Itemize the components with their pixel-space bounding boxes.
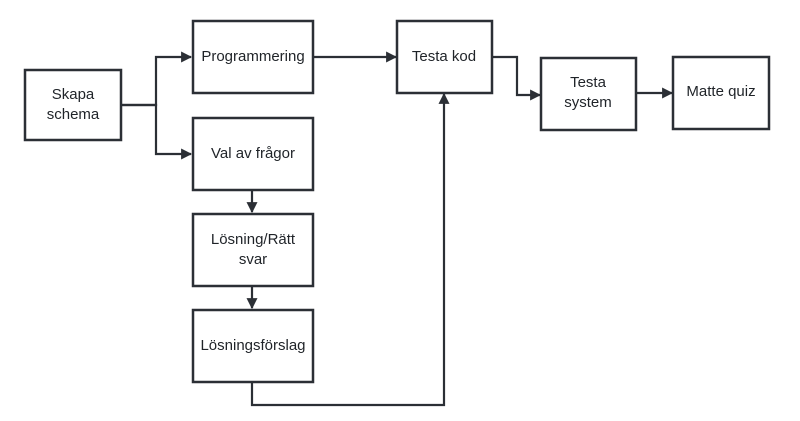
node-label-line: Skapa xyxy=(52,86,95,103)
edge-skapa-to-val xyxy=(121,103,193,160)
node-testa-kod: Testa kod xyxy=(395,19,494,95)
node-losning-ratt-svar: Lösning/Rätt svar xyxy=(191,212,315,288)
node-label-line: Programmering xyxy=(201,48,304,65)
node-testa-system: Testa system xyxy=(539,56,638,132)
node-losningsforslag: Lösningsförslag xyxy=(191,308,315,384)
edge-skapa-to-programmering xyxy=(121,51,193,107)
node-label-line: schema xyxy=(47,106,100,123)
node-skapa-schema: Skapa schema xyxy=(23,68,123,142)
node-label-line: Lösning/Rätt xyxy=(211,231,296,248)
edge-forslag-to-testa-kod xyxy=(250,92,450,407)
node-label-line: system xyxy=(564,94,612,111)
node-label-line: Matte quiz xyxy=(686,83,755,100)
edge-testa-kod-to-testa-system xyxy=(492,55,542,101)
node-val-av-fragor: Val av frågor xyxy=(191,116,315,192)
node-label-line: Lösningsförslag xyxy=(200,337,305,354)
node-label-line: svar xyxy=(239,251,267,268)
node-label-line: Testa kod xyxy=(412,48,476,65)
edges xyxy=(121,51,674,407)
node-matte-quiz: Matte quiz xyxy=(671,55,771,131)
node-label-line: Val av frågor xyxy=(211,145,295,162)
node-label-line: Testa xyxy=(570,74,607,91)
node-programmering: Programmering xyxy=(191,19,315,95)
